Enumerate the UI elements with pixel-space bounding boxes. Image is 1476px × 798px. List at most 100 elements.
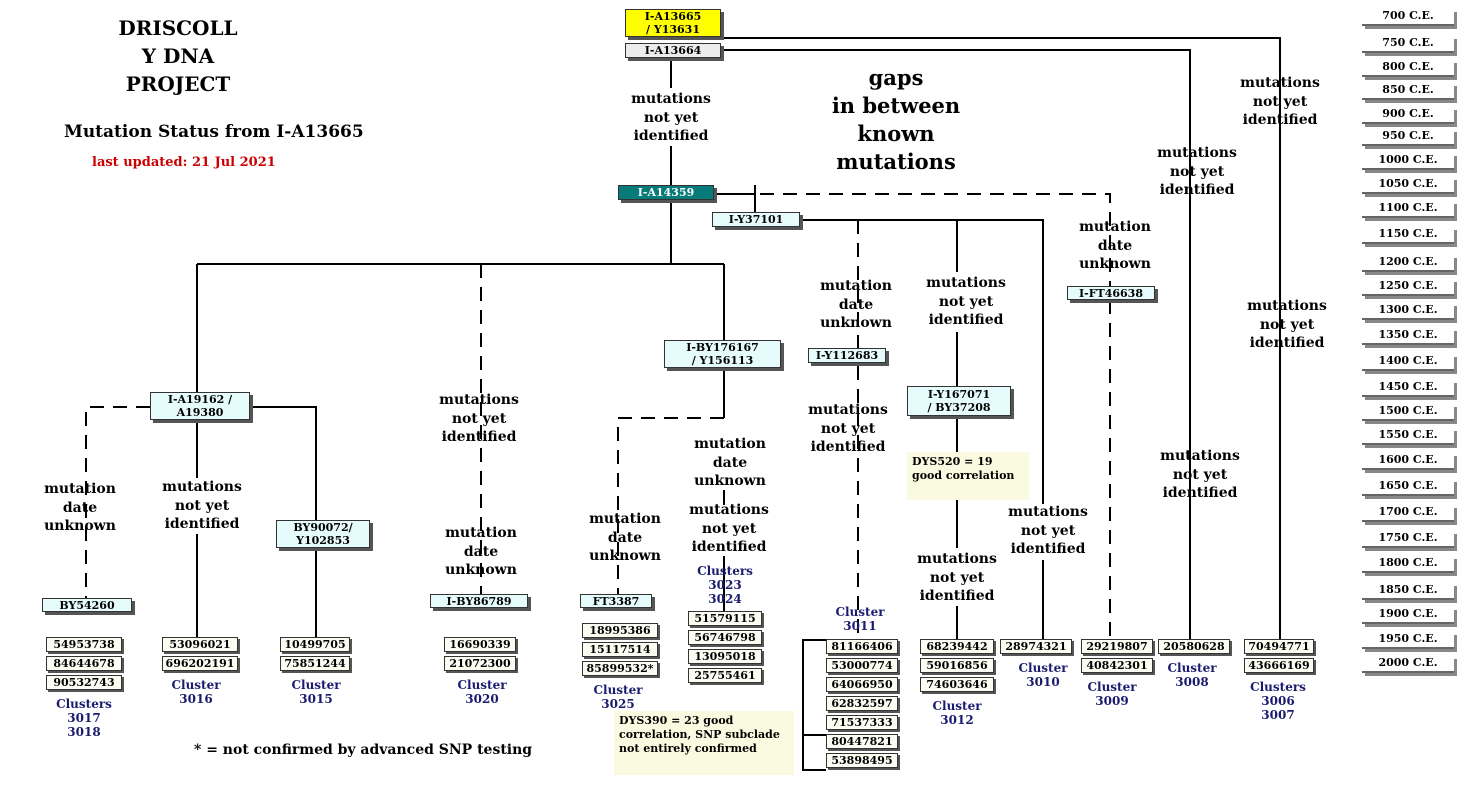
kit-id: 15117514	[582, 642, 658, 657]
node-a19162: I-A19162 /A19380	[150, 392, 250, 420]
timeline-date: 1650 C.E.	[1362, 479, 1454, 496]
kit-id: 84644678	[46, 656, 122, 671]
timeline-date: 1100 C.E.	[1362, 201, 1454, 218]
timeline-date: 1200 C.E.	[1362, 255, 1454, 272]
kit-id: 29219807	[1081, 639, 1153, 654]
timeline-date: 1950 C.E.	[1362, 632, 1454, 649]
timeline-date: 1300 C.E.	[1362, 303, 1454, 320]
timeline-date: 950 C.E.	[1362, 129, 1454, 146]
timeline-date: 1500 C.E.	[1362, 404, 1454, 421]
timeline-date: 900 C.E.	[1362, 107, 1454, 124]
kit-id: 68239442	[920, 639, 994, 654]
timeline-date: 1150 C.E.	[1362, 227, 1454, 244]
kit-id: 74603646	[920, 677, 994, 692]
kit-id: 53096021	[162, 637, 238, 652]
node-y167071: I-Y167071/ BY37208	[907, 386, 1011, 416]
timeline-date: 700 C.E.	[1362, 9, 1454, 26]
kit-id: 51579115	[688, 611, 762, 626]
node-ft46638: I-FT46638	[1067, 286, 1155, 300]
timeline-date: 750 C.E.	[1362, 36, 1454, 53]
kit-id: 40842301	[1081, 658, 1153, 673]
kit-id: 43666169	[1244, 658, 1314, 673]
timeline-date: 1600 C.E.	[1362, 453, 1454, 470]
timeline-date: 1700 C.E.	[1362, 505, 1454, 522]
timeline-date: 1850 C.E.	[1362, 583, 1454, 600]
timeline-date: 1800 C.E.	[1362, 556, 1454, 573]
timeline-date: 2000 C.E.	[1362, 656, 1454, 673]
kit-id: 28974321	[1000, 639, 1072, 654]
kit-id: 80447821	[826, 734, 898, 749]
kit-id: 16690339	[444, 637, 516, 652]
kit-id: 696202191	[162, 656, 238, 671]
kit-id: 70494771	[1244, 639, 1314, 654]
kit-id: 10499705	[280, 637, 350, 652]
node-ft3387: FT3387	[580, 594, 652, 608]
kit-id: 59016856	[920, 658, 994, 673]
node-by90072: BY90072/Y102853	[276, 520, 370, 548]
page-subtitle: Mutation Status from I-A13665	[64, 122, 364, 142]
timeline-date: 850 C.E.	[1362, 83, 1454, 100]
kit-id: 85899532*	[582, 661, 658, 676]
comment-dys390: DYS390 = 23 good correlation, SNP subcla…	[614, 711, 794, 775]
node-root: I-A13665/ Y13631	[625, 9, 721, 37]
kit-id: 18995386	[582, 623, 658, 638]
timeline-date: 1750 C.E.	[1362, 531, 1454, 548]
node-by86789: I-BY86789	[430, 594, 528, 608]
node-y112683: I-Y112683	[808, 348, 886, 363]
kit-id: 25755461	[688, 668, 762, 683]
kit-id: 81166406	[826, 639, 898, 654]
kit-id: 21072300	[444, 656, 516, 671]
kit-id: 75851244	[280, 656, 350, 671]
footnote: * = not confirmed by advanced SNP testin…	[194, 742, 533, 758]
timeline-date: 1900 C.E.	[1362, 607, 1454, 624]
kit-id: 53000774	[826, 658, 898, 673]
timeline-date: 1050 C.E.	[1362, 177, 1454, 194]
timeline-date: 1400 C.E.	[1362, 354, 1454, 371]
timeline-date: 800 C.E.	[1362, 60, 1454, 77]
comment-dys520: DYS520 = 19 good correlation	[907, 452, 1029, 500]
timeline-date: 1000 C.E.	[1362, 153, 1454, 170]
node-by176167: I-BY176167/ Y156113	[664, 340, 781, 368]
kit-id: 13095018	[688, 649, 762, 664]
timeline-date: 1550 C.E.	[1362, 428, 1454, 445]
timeline-date: 1350 C.E.	[1362, 328, 1454, 345]
timeline-date: 1450 C.E.	[1362, 380, 1454, 397]
node-y37101: I-Y37101	[712, 212, 800, 227]
kit-id: 20580628	[1158, 639, 1230, 654]
last-updated: last updated: 21 Jul 2021	[92, 155, 276, 170]
timeline-date: 1250 C.E.	[1362, 279, 1454, 296]
node-a13664: I-A13664	[625, 43, 721, 58]
kit-id: 56746798	[688, 630, 762, 645]
kit-id: 71537333	[826, 715, 898, 730]
